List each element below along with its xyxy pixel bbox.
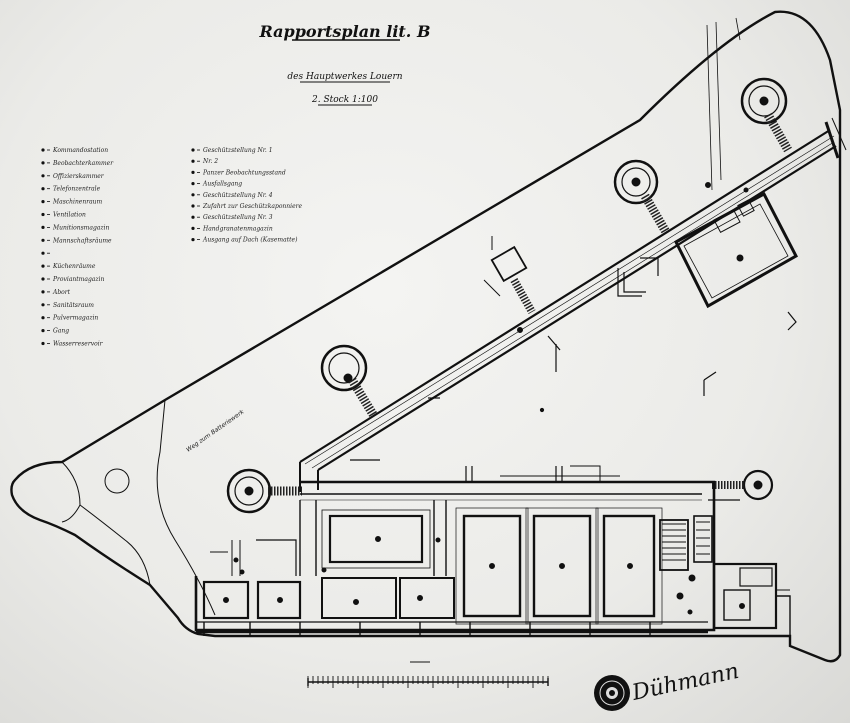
legend-left-bullet xyxy=(41,212,45,217)
legend-left-bullet xyxy=(41,277,45,281)
room-large-upper xyxy=(321,509,431,569)
legend-left-item: Abort xyxy=(52,289,71,296)
legend-right-item: Geschützstellung Nr. 4 xyxy=(203,192,273,199)
legend-left-item: Maschinenraum xyxy=(52,199,103,206)
legend-left-item: Munitionsmagazin xyxy=(52,224,109,231)
legend-right-item: Geschützstellung Nr. 3 xyxy=(203,214,273,221)
path-label: Weg zum Batteriewerk xyxy=(185,408,246,453)
legend-left-item: Proviantmagazin xyxy=(52,276,104,283)
legend-left-bullet xyxy=(41,174,45,178)
legend-right-bullet xyxy=(191,238,195,242)
legend-right-item: Handgranatenmagazin xyxy=(202,225,273,232)
diagonal-corridor xyxy=(299,129,837,492)
legend-right-item: Zufahrt zur Geschützkaponniere xyxy=(202,203,302,210)
legend-right-item: Panzer Beobachtungsstand xyxy=(202,169,286,176)
legend-right-bullet xyxy=(191,159,195,163)
legend-left-bullet xyxy=(41,290,45,294)
legend-right-bullet xyxy=(191,193,195,197)
plan-level: 2. Stock 1:100 xyxy=(311,95,378,105)
turret-2 xyxy=(613,159,670,235)
legend-left-item: Beobachterkammer xyxy=(52,160,114,167)
legend-left-bullet xyxy=(41,225,45,229)
legend-left-bullet xyxy=(41,161,45,165)
legend-left-item: Küchenräume xyxy=(52,263,96,270)
rooms-lower-row xyxy=(202,500,455,620)
legend-left-item: Wasserreservoir xyxy=(53,341,104,348)
legend-left-item: Offizierskammer xyxy=(53,173,105,180)
observation-post xyxy=(483,236,536,333)
fort-outline xyxy=(10,10,842,663)
room-column-2 xyxy=(525,507,599,625)
plan-title: Rapportsplan lit. B xyxy=(259,22,431,41)
turret-north-east xyxy=(740,77,792,153)
legend-left-item: Gang xyxy=(53,328,69,335)
legend-left-item: Telefonzentrale xyxy=(53,186,101,193)
corridor-details xyxy=(350,257,797,461)
legend-left-bullet xyxy=(41,303,45,307)
legend-left-item: Pulvermagazin xyxy=(52,315,98,322)
legend-right-bullet xyxy=(191,182,195,186)
legend-left-bullet xyxy=(41,187,45,191)
legend-left-bullet xyxy=(41,148,45,152)
legend-left-bullet xyxy=(41,200,45,204)
legend-left-bullet xyxy=(41,264,45,268)
north-east-casemate xyxy=(674,117,847,309)
legend-right-bullet xyxy=(191,204,195,208)
plan-subtitle: des Hauptwerkes Louern xyxy=(287,72,402,82)
turret-3 xyxy=(320,344,378,419)
official-stamp xyxy=(594,675,630,711)
turret-5 xyxy=(712,469,774,501)
legend-right-item: Geschützstellung Nr. 1 xyxy=(203,147,273,154)
legend-left-bullet xyxy=(41,251,45,255)
legend-left-bullet xyxy=(41,316,45,320)
room-column-3 xyxy=(595,507,663,625)
scale-bar xyxy=(307,676,549,688)
legend-right-bullet xyxy=(191,215,195,219)
legend-left-item: Mannschaftsräume xyxy=(52,237,112,244)
legend-right-item: Nr. 2 xyxy=(202,158,218,165)
legend-right-column: Geschützstellung Nr. 1 Nr. 2 Panzer Beobac… xyxy=(191,147,302,244)
legend-right-bullet xyxy=(191,170,195,174)
legend-left-bullet xyxy=(41,329,45,333)
signature: Dühmann xyxy=(629,659,741,706)
room-column-1 xyxy=(455,507,529,625)
legend-right-item: Ausgang auf Dach (Kasematte) xyxy=(202,237,298,244)
east-stairs-and-rooms xyxy=(659,499,791,640)
main-block xyxy=(194,465,716,636)
legend-left-bullet xyxy=(41,238,45,242)
legend-right-item: Ausfallsgang xyxy=(202,181,242,188)
legend-left-item: Ventilation xyxy=(53,212,86,219)
legend-right-bullet xyxy=(191,148,195,152)
legend-right-bullet xyxy=(191,226,195,230)
turret-4 xyxy=(226,468,302,514)
legend-left-column: KommandostationBeobachterkammerOffiziers… xyxy=(41,147,114,348)
legend-left-bullet xyxy=(41,341,45,346)
legend-left-item: Sanitätsraum xyxy=(53,302,94,309)
legend-left-item: Kommandostation xyxy=(52,147,108,154)
